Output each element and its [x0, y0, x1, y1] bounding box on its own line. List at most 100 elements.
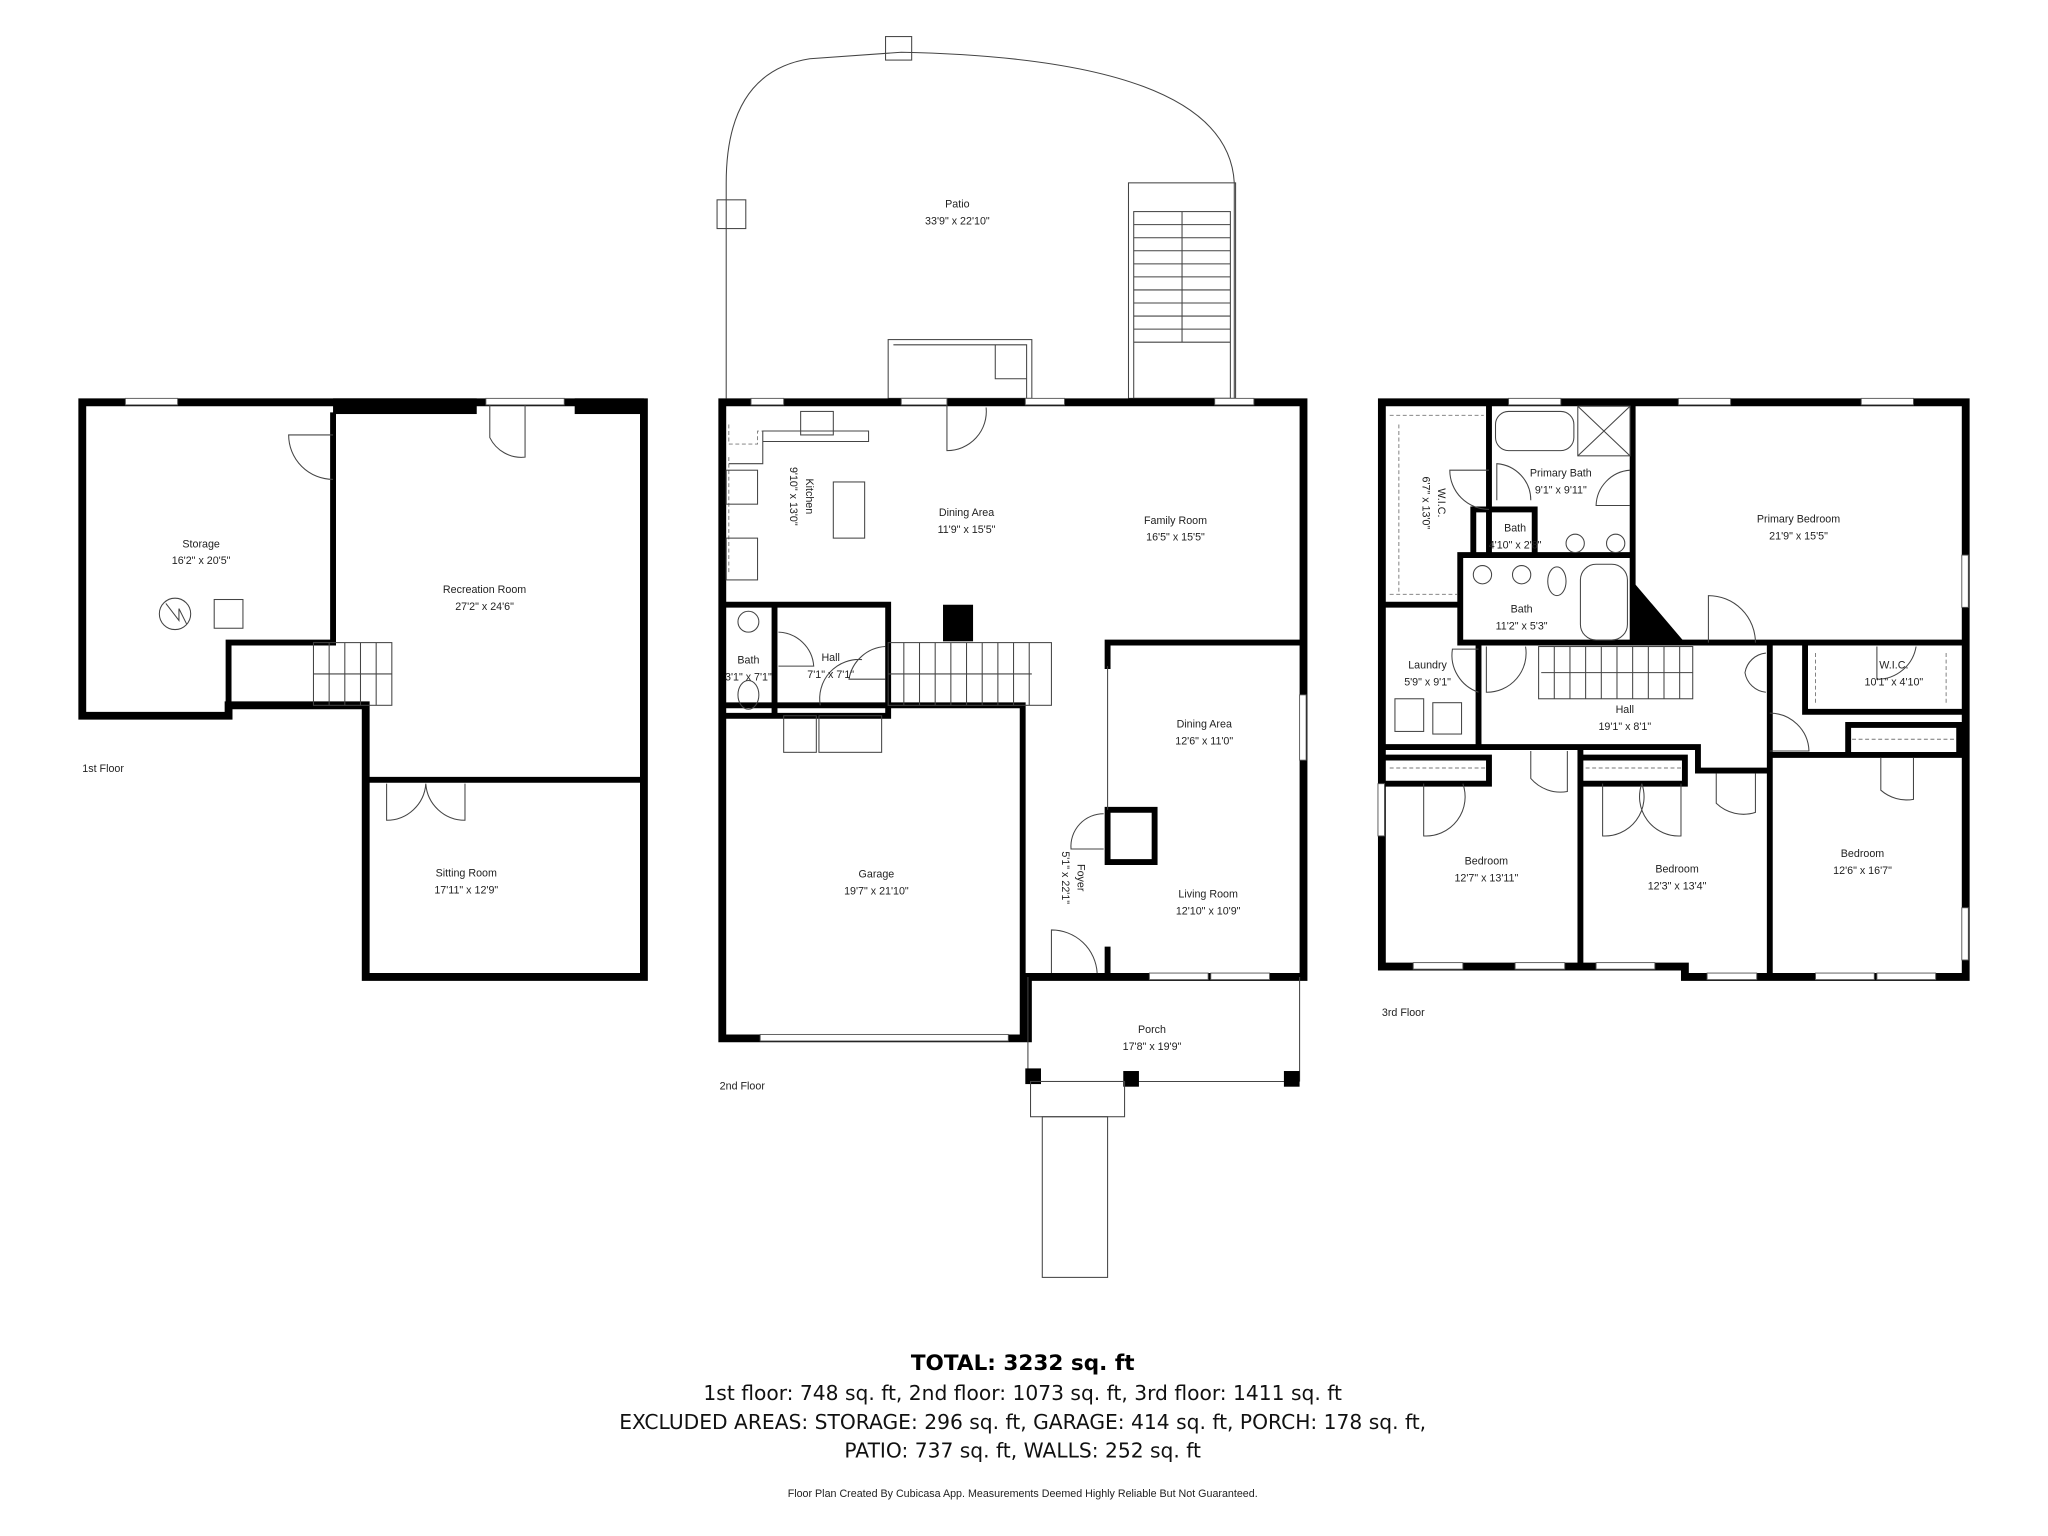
porch-post	[1025, 1068, 1041, 1085]
sink-icon	[1472, 565, 1493, 585]
room-name: W.I.C.	[1879, 660, 1908, 672]
room-name: Living Room	[1178, 888, 1238, 900]
window	[1706, 972, 1758, 981]
window	[1876, 972, 1937, 981]
first-floor-plan: Storage 16'2" x 20'5" Recreation Room 27…	[78, 397, 648, 981]
door-swing	[1451, 648, 1479, 693]
wall-segment	[333, 398, 477, 415]
room-dimensions: 6'7" x 13'0"	[1419, 476, 1431, 529]
floor-areas: 1st floor: 748 sq. ft, 2nd floor: 1073 s…	[703, 1381, 1342, 1405]
window	[1961, 554, 1969, 608]
patio-step	[887, 339, 1033, 399]
window	[1508, 397, 1562, 406]
total-area: TOTAL: 3232 sq. ft	[911, 1351, 1135, 1376]
garage-step	[818, 715, 883, 753]
bathtub-icon	[1579, 563, 1628, 641]
room-dimensions: 3'1" x 7'1"	[725, 671, 772, 683]
window	[1148, 972, 1209, 981]
room-name: Kitchen	[803, 478, 815, 514]
room-dimensions: 12'10" x 10'9"	[1176, 905, 1241, 917]
door-swing	[1485, 646, 1527, 693]
room-dimensions: 9'10" x 13'0"	[787, 467, 799, 526]
room-name: Bath	[1504, 523, 1526, 535]
interior-walls	[1378, 399, 1969, 980]
floor-label: 2nd Floor	[720, 1080, 766, 1092]
room-dimensions: 16'2" x 20'5"	[172, 555, 231, 567]
wall-fill	[1632, 581, 1685, 643]
room-name: Storage	[182, 538, 220, 550]
door-swing	[1769, 712, 1810, 752]
room-name: Bedroom	[1465, 856, 1509, 868]
excluded-areas-continued: PATIO: 737 sq. ft, WALLS: 252 sq. ft	[844, 1439, 1201, 1463]
door-swing	[1496, 463, 1532, 501]
bath-sink-icon	[737, 610, 760, 633]
stairs	[887, 642, 1052, 706]
room-dimensions: 21'9" x 15'5"	[1769, 530, 1828, 542]
window	[485, 397, 565, 406]
window	[1210, 972, 1271, 981]
bathtub-icon	[1494, 410, 1575, 452]
second-floor-plan: Patio 33'9" x 22'10" Kitchen 9'10" x 13'…	[716, 36, 1308, 1278]
room-dimensions: 10'1" x 4'10"	[1865, 677, 1924, 689]
stove-icon	[725, 469, 759, 505]
shower-icon	[1577, 405, 1631, 457]
door-swing	[778, 631, 815, 667]
window	[1961, 907, 1969, 961]
floor-label: 1st Floor	[82, 763, 124, 775]
sink-icon	[1511, 565, 1532, 585]
room-name: Bedroom	[1841, 848, 1885, 860]
door-swing	[1876, 646, 1917, 680]
room-dimensions: 5'9" x 9'1"	[1404, 677, 1451, 689]
furnace-icon	[213, 598, 244, 629]
door-swing	[489, 404, 526, 458]
room-dimensions: 12'3" x 13'4"	[1648, 880, 1707, 892]
room-dimensions: 12'6" x 16'7"	[1833, 865, 1892, 877]
patio-outline	[725, 51, 1235, 399]
porch-steps	[1030, 1080, 1126, 1118]
disclaimer: Floor Plan Created By Cubicasa App. Meas…	[788, 1488, 1258, 1500]
exterior-walls	[1377, 398, 1970, 981]
window	[1514, 962, 1566, 970]
door-swing	[1050, 929, 1098, 974]
window	[1024, 397, 1065, 406]
window	[900, 397, 948, 406]
window	[750, 397, 785, 406]
window	[1299, 694, 1307, 761]
door-swing	[1707, 595, 1756, 643]
room-dimensions: 12'6" x 11'0"	[1175, 735, 1233, 747]
door-swing	[1595, 469, 1631, 506]
room-name: Bedroom	[1655, 863, 1699, 875]
window	[1595, 962, 1656, 970]
door-swing	[1715, 773, 1756, 815]
room-dimensions: 33'9" x 22'10"	[925, 216, 990, 228]
room-dimensions: 17'8" x 19'9"	[1123, 1041, 1182, 1053]
room-name: Laundry	[1408, 660, 1447, 672]
dryer-icon	[1432, 702, 1463, 735]
room-dimensions: 11'2" x 5'3"	[1496, 621, 1548, 633]
room-name: Dining Area	[939, 507, 994, 519]
kitchen-island	[832, 481, 866, 539]
room-name: Patio	[945, 199, 969, 211]
room-dimensions: 5'1" x 22'1"	[1059, 851, 1071, 904]
room-name: Recreation Room	[443, 584, 526, 596]
room-dimensions: 19'7" x 21'10"	[844, 886, 909, 898]
door-swing	[1530, 751, 1568, 793]
patio-post	[885, 36, 913, 61]
sink-icon	[800, 410, 834, 436]
closet-shelf	[1389, 414, 1957, 769]
sink-icon	[1606, 533, 1626, 554]
double-door-swing	[1602, 783, 1682, 837]
room-dimensions: 7'1" x 7'1"	[807, 669, 854, 681]
floor-label: 3rd Floor	[1382, 1007, 1425, 1019]
door-swing	[946, 404, 987, 452]
room-name: Primary Bath	[1530, 468, 1592, 480]
door-swing	[1880, 757, 1914, 801]
chimney	[943, 604, 974, 642]
water-heater-icon	[158, 597, 192, 631]
excluded-areas: EXCLUDED AREAS: STORAGE: 296 sq. ft, GAR…	[619, 1410, 1426, 1434]
room-dimensions: 4'10" x 2'8"	[1489, 540, 1542, 552]
window	[1815, 972, 1875, 981]
window	[124, 397, 179, 406]
double-door-swing	[386, 783, 466, 821]
